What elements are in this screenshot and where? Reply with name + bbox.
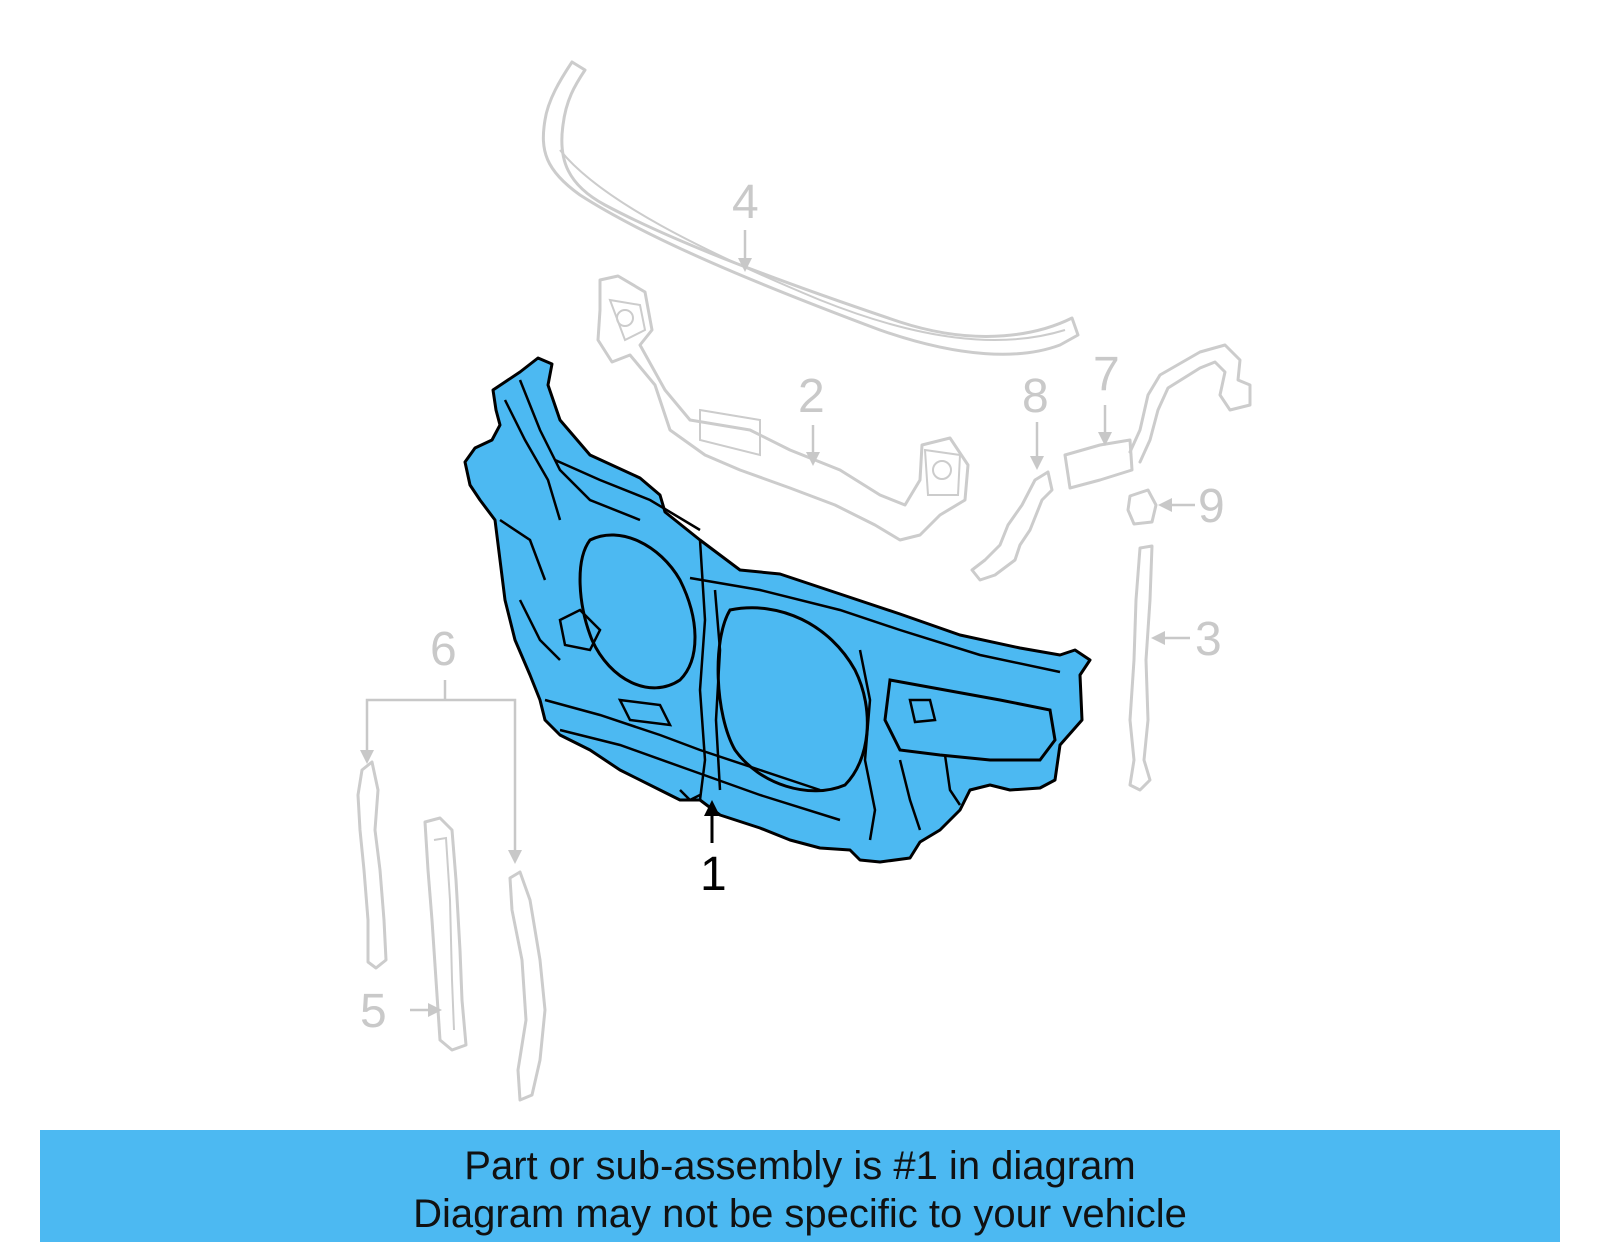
part-6-left-seals	[356, 760, 547, 1102]
part-3-side-seal	[1128, 544, 1154, 792]
callout-8: 8	[1022, 370, 1049, 423]
banner-line-1: Part or sub-assembly is #1 in diagram	[464, 1144, 1136, 1188]
callout-3: 3	[1195, 613, 1222, 666]
info-banner: Part or sub-assembly is #1 in diagram Di…	[40, 1130, 1560, 1242]
part-7-sensor	[1063, 343, 1252, 490]
callout-5: 5	[360, 985, 387, 1038]
leader-lines	[360, 230, 1195, 1017]
part-2-center-brace	[596, 274, 970, 542]
callout-2: 2	[798, 370, 825, 423]
callout-1: 1	[700, 848, 727, 901]
callout-6: 6	[430, 623, 457, 676]
part-5-seal-panel	[423, 816, 468, 1052]
parts-diagram: 1 2 3 4 5 6 7 8 9	[356, 60, 1252, 1102]
callout-9: 9	[1198, 480, 1225, 533]
callout-4: 4	[732, 176, 759, 229]
banner-line-2: Diagram may not be specific to your vehi…	[413, 1192, 1187, 1236]
part-1-radiator-support	[463, 356, 1092, 864]
part-8-latch	[970, 470, 1054, 582]
callout-7: 7	[1093, 348, 1120, 401]
part-4-upper-tie-bar	[541, 60, 1080, 356]
part-1-leader	[704, 800, 720, 843]
part-9-clip	[1126, 488, 1158, 526]
